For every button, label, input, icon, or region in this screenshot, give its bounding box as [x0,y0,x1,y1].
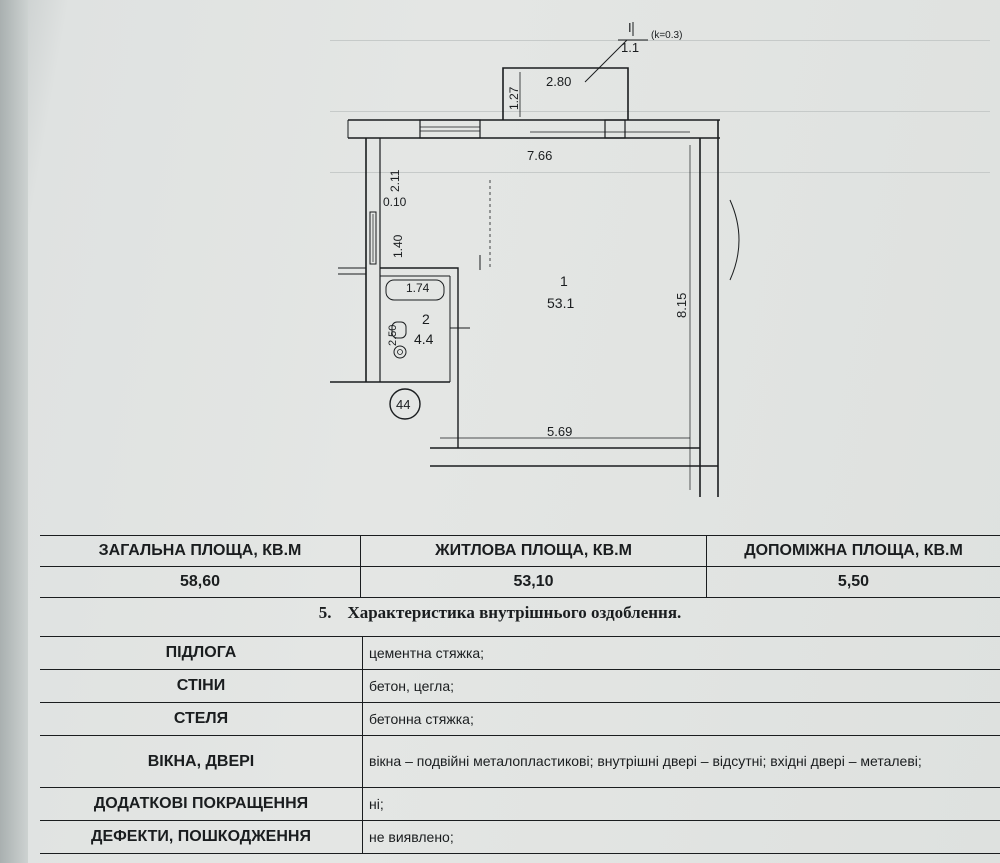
dim-room1-depth: 8.15 [674,293,689,318]
dim-bottom-width: 5.69 [547,424,572,439]
section-title-text: Характеристика внутрішнього оздоблення. [347,603,682,622]
dim-corridor-top: 2.11 [388,169,402,192]
total-area-value: 58,60 [40,566,361,598]
finish-table: ПІДЛОГА цементна стяжка; СТІНИ бетон, це… [40,636,1000,854]
ceiling-value: бетонна стяжка; [362,702,1000,736]
improvements-label: ДОДАТКОВІ ПОКРАЩЕННЯ [40,787,363,821]
dim-room1-width: 7.66 [527,148,552,163]
page-binding-edge [0,0,28,863]
area-value-row: 58,60 53,10 5,50 [40,566,1000,598]
windows-doors-value: вікна – подвійні металопластикові; внутр… [362,735,1000,788]
apartment-number: 44 [396,397,410,412]
ceiling-label: СТЕЛЯ [40,702,363,736]
table-row: ВІКНА, ДВЕРІ вікна – подвійні металоплас… [40,735,1000,788]
room1-number: 1 [560,273,568,289]
defects-value: не виявлено; [362,820,1000,854]
dim-corridor-gap: 0.10 [383,195,407,209]
section-title: 5. Характеристика внутрішнього оздоблення… [0,603,1000,623]
total-area-header: ЗАГАЛЬНА ПЛОЩА, КВ.М [40,535,361,567]
balcony-mark: I [628,20,632,35]
dim-corridor-mid: 1.40 [391,234,405,258]
dim-balcony-depth: 1.27 [507,86,521,110]
table-row: СТІНИ бетон, цегла; [40,669,1000,703]
improvements-value: ні; [362,787,1000,821]
floor-label: ПІДЛОГА [40,636,363,670]
defects-label: ДЕФЕКТИ, ПОШКОДЖЕННЯ [40,820,363,854]
walls-value: бетон, цегла; [362,669,1000,703]
floor-value: цементна стяжка; [362,636,1000,670]
windows-doors-label: ВІКНА, ДВЕРІ [40,735,363,788]
living-area-header: ЖИТЛОВА ПЛОЩА, КВ.М [360,535,707,567]
living-area-value: 53,10 [360,566,707,598]
walls-label: СТІНИ [40,669,363,703]
table-row: ПІДЛОГА цементна стяжка; [40,636,1000,670]
table-row: ДЕФЕКТИ, ПОШКОДЖЕННЯ не виявлено; [40,820,1000,854]
section-number: 5. [318,603,332,622]
floor-plan: I 1.1 (k=0.3) 2.80 1.27 7.66 8.15 1 53.1… [330,20,740,497]
area-table: ЗАГАЛЬНА ПЛОЩА, КВ.М ЖИТЛОВА ПЛОЩА, КВ.М… [40,535,1000,598]
dim-balcony-width: 2.80 [546,74,571,89]
auxiliary-area-header: ДОПОМІЖНА ПЛОЩА, КВ.М [706,535,1000,567]
table-row: ДОДАТКОВІ ПОКРАЩЕННЯ ні; [40,787,1000,821]
room2-area: 4.4 [414,331,434,347]
table-row: СТЕЛЯ бетонна стяжка; [40,702,1000,736]
area-header-row: ЗАГАЛЬНА ПЛОЩА, КВ.М ЖИТЛОВА ПЛОЩА, КВ.М… [40,535,1000,567]
dim-bath-width: 1.74 [406,281,430,295]
balcony-area: 1.1 [621,40,639,55]
balcony-coefficient: (k=0.3) [651,30,682,41]
room2-number: 2 [422,311,430,327]
bleed-through-texture [330,0,990,270]
auxiliary-area-value: 5,50 [706,566,1000,598]
room1-area: 53.1 [547,295,574,311]
dim-bath-depth: 2.50 [387,325,399,346]
